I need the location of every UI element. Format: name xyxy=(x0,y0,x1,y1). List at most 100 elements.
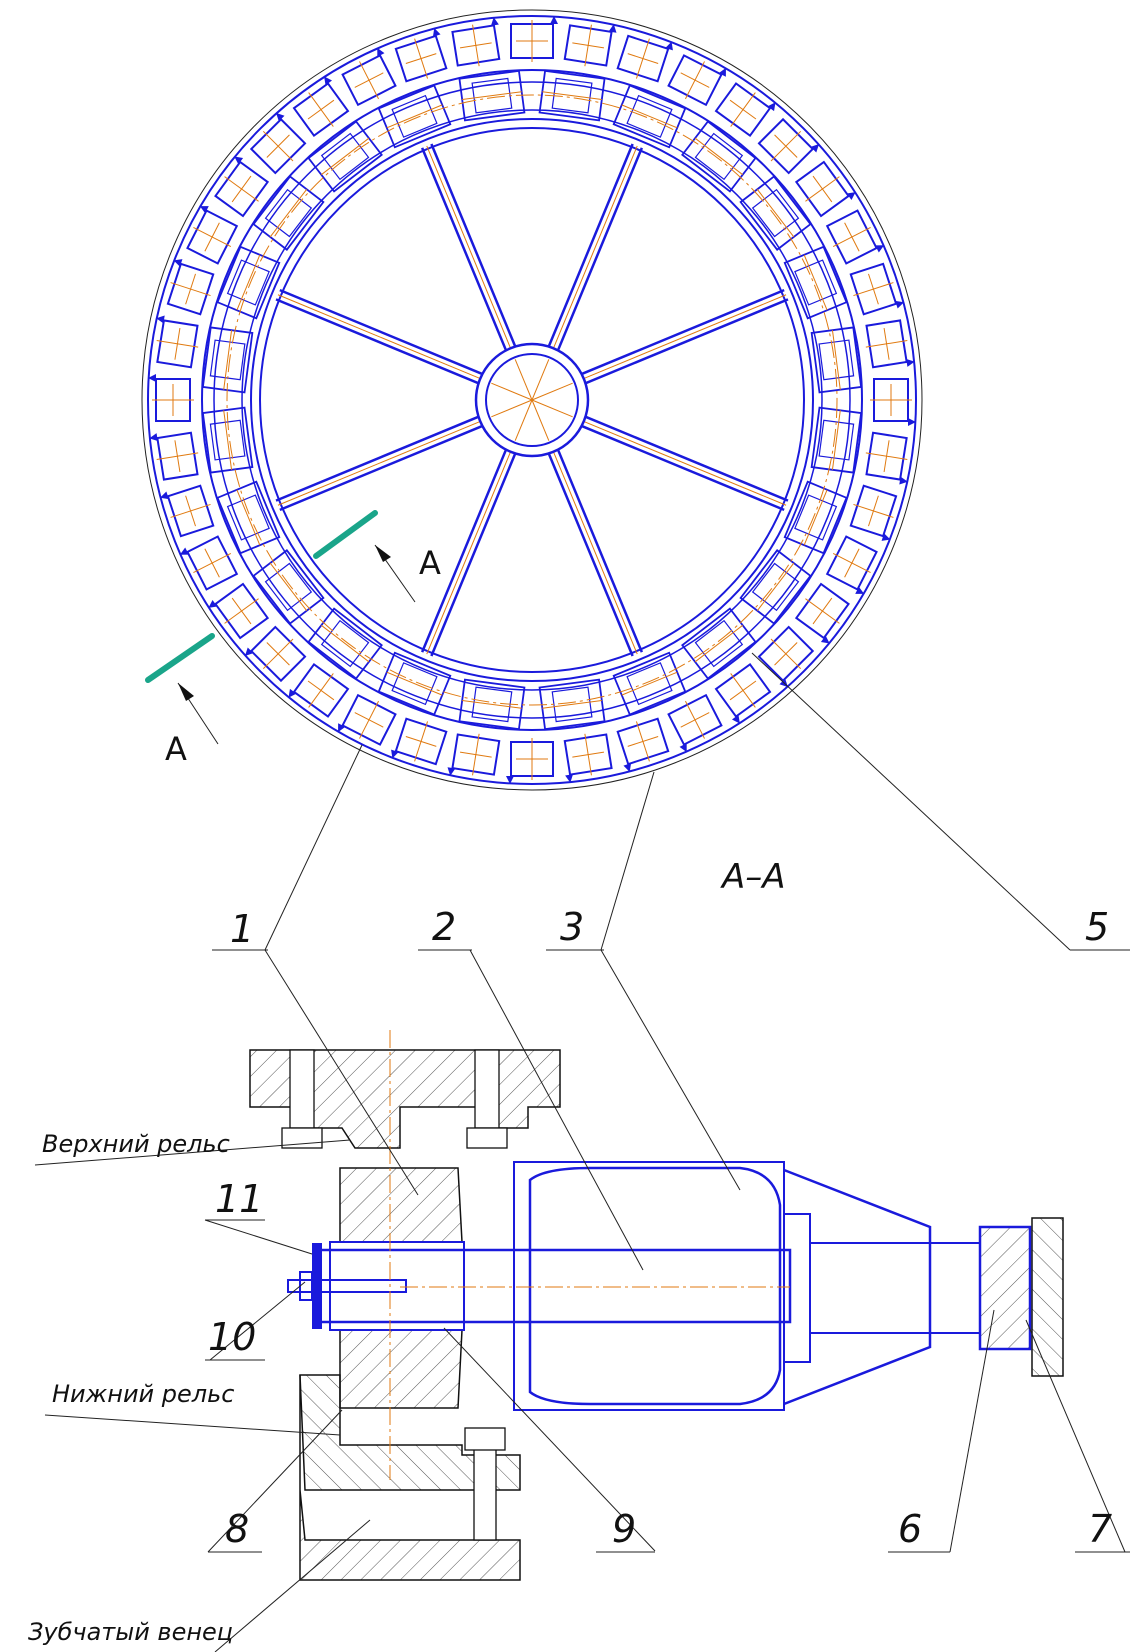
inner-segment-axis xyxy=(223,410,233,470)
wheel-frame xyxy=(513,1161,785,1411)
outer-roller-cross xyxy=(627,736,659,747)
outer-roller xyxy=(148,374,194,422)
outer-roller-tip xyxy=(173,259,183,267)
bearing-housing xyxy=(783,1213,811,1363)
outer-roller-cross xyxy=(354,712,384,728)
outer-roller xyxy=(341,47,397,107)
inner-segment-axis xyxy=(236,489,261,546)
callout-9: 9 xyxy=(612,1507,636,1551)
inner-segment xyxy=(201,326,254,394)
outer-roller-cross xyxy=(354,72,384,88)
outer-thin-circle xyxy=(141,9,923,791)
inner-segment xyxy=(252,549,325,625)
inner-segment-axis xyxy=(386,104,443,129)
inner-segment-axis xyxy=(803,254,828,311)
spoke-edge xyxy=(420,449,508,653)
upper-bolt-left xyxy=(289,1049,315,1129)
outer-roller xyxy=(870,378,916,426)
outer-roller xyxy=(714,662,772,724)
outer-roller-tip xyxy=(208,599,218,608)
leader-ring-gear xyxy=(214,1519,371,1652)
leader-7 xyxy=(1025,1319,1126,1553)
inner-segment xyxy=(810,326,863,394)
contact-pad xyxy=(978,1225,1032,1351)
outer-roller-tip xyxy=(324,76,333,86)
leader-1 xyxy=(264,744,363,951)
outer-roller xyxy=(825,535,878,594)
inner-segment-axis xyxy=(621,671,678,696)
outer-roller xyxy=(667,693,723,753)
hub-axis xyxy=(491,382,533,401)
outer-roller xyxy=(865,319,915,369)
spoke-edge xyxy=(547,143,634,347)
outer-roller-cross xyxy=(307,99,335,120)
hub-axis xyxy=(514,359,533,401)
leader-6 xyxy=(949,1309,995,1553)
spoke-edge xyxy=(275,415,479,502)
outer-roller-cross xyxy=(459,42,492,49)
outer-roller-tip xyxy=(855,586,865,594)
outer-roller-tip xyxy=(565,774,574,783)
inner-segment xyxy=(307,120,383,193)
caption-lower-rail: Нижний рельс xyxy=(52,1380,234,1408)
caption-upper-rail: Верхний рельс xyxy=(42,1130,230,1158)
outer-roller-ring xyxy=(148,16,916,784)
outer-roller-cross xyxy=(812,175,833,203)
spoke-axis xyxy=(277,420,481,506)
outer-roller xyxy=(714,82,776,138)
section-arrow-head-2 xyxy=(375,545,391,562)
section-mark-right: A xyxy=(419,544,441,582)
inner-segment-axis xyxy=(542,91,602,101)
spoke-edge xyxy=(556,147,644,351)
inner-segment-axis xyxy=(803,489,828,546)
hub-center-lines xyxy=(491,359,573,441)
outer-roller xyxy=(338,693,397,746)
leader-3-section xyxy=(600,949,741,1191)
callout-2: 2 xyxy=(432,905,456,949)
spoke-edge xyxy=(547,453,634,657)
inner-segment-axis xyxy=(462,91,522,101)
outer-roller-tip xyxy=(846,192,856,201)
spoke-edge xyxy=(585,298,789,385)
outer-roller xyxy=(447,733,501,776)
spoke-edge xyxy=(279,424,483,512)
inner-segment xyxy=(307,607,383,680)
axle-end-bolt xyxy=(287,1279,407,1293)
outer-roller-tip xyxy=(895,300,905,309)
outer-roller-tip xyxy=(908,418,916,426)
leader-5 xyxy=(751,652,1071,951)
spoke-edge xyxy=(420,147,508,351)
inner-segment xyxy=(458,69,526,122)
outer-roller-cross xyxy=(680,72,710,88)
spoke-axis xyxy=(277,294,481,380)
outer-roller xyxy=(616,34,673,83)
outer-roller-cross xyxy=(405,736,437,747)
outer-roller-tip xyxy=(149,433,158,442)
spoke-edge xyxy=(585,415,789,502)
inner-segment-axis xyxy=(756,562,795,611)
outer-roller xyxy=(288,662,350,718)
spoke-edge xyxy=(430,143,517,347)
support-wall xyxy=(1031,1217,1064,1377)
outer-roller xyxy=(794,582,850,644)
inner-segment xyxy=(458,678,526,731)
inner-segment-axis xyxy=(321,137,370,176)
spoke-edge xyxy=(430,453,517,657)
outer-roller-cross xyxy=(174,440,181,473)
callout-10: 10 xyxy=(208,1315,256,1359)
callout-11: 11 xyxy=(215,1177,263,1221)
upper-bolt-right xyxy=(474,1049,500,1129)
outer-roller-cross xyxy=(883,327,890,360)
outer-roller-tip xyxy=(906,358,915,367)
hub-axis xyxy=(531,399,573,418)
outer-roller-cross xyxy=(680,712,710,728)
outer-roller-tip xyxy=(156,315,165,324)
spoke-axis xyxy=(426,145,512,349)
callout-7: 7 xyxy=(1088,1507,1112,1551)
inner-segment xyxy=(538,69,606,122)
outer-roller-tip xyxy=(199,206,209,214)
rim-circle-2 xyxy=(213,81,851,719)
inner-segment-axis xyxy=(694,624,743,663)
inner-segment-axis xyxy=(542,699,602,709)
outer-roller-tip xyxy=(550,16,558,24)
